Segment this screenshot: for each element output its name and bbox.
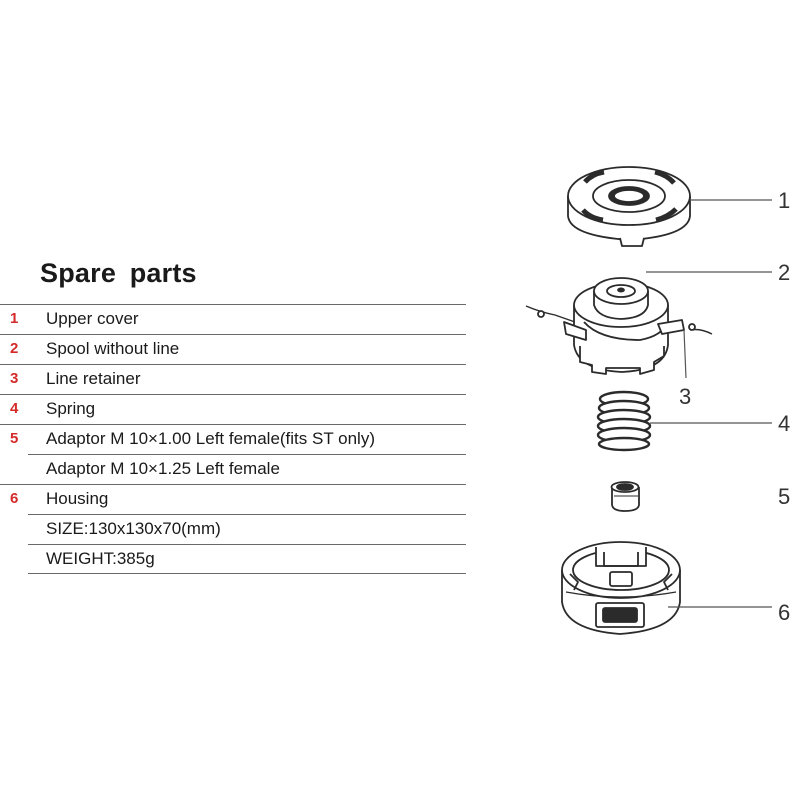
part-number: 2: [10, 340, 19, 357]
leader-line-3: [683, 329, 687, 379]
callout-6: 6: [778, 600, 790, 625]
parts-row-adaptor-100: 5 Adaptor M 10×1.00 Left female(fits ST …: [0, 424, 466, 454]
part-label: Housing: [46, 489, 109, 508]
part-number: 1: [10, 310, 19, 327]
parts-row-weight: WEIGHT:385g: [28, 544, 466, 574]
callout-5: 5: [778, 484, 790, 509]
parts-row-spool: 2 Spool without line: [0, 334, 466, 364]
part-number: 3: [10, 370, 19, 387]
part-number: 6: [10, 490, 19, 507]
part-label: Adaptor M 10×1.00 Left female(fits ST on…: [46, 429, 375, 448]
part-label: Spool without line: [46, 339, 180, 358]
callout-4: 4: [778, 411, 790, 436]
part-label: Upper cover: [46, 309, 139, 328]
weight-spec: WEIGHT:385g: [46, 549, 155, 568]
parts-row-size: SIZE:130x130x70(mm): [28, 514, 466, 544]
parts-row-housing: 6 Housing: [0, 484, 466, 514]
spring-drawing: [596, 390, 652, 452]
part-label: Line retainer: [46, 369, 141, 388]
adaptor-drawing: [610, 481, 640, 512]
housing-drawing: [561, 541, 681, 635]
part-number: 4: [10, 400, 19, 417]
part-label: Spring: [46, 399, 96, 418]
spool-drawing: [525, 277, 713, 375]
part-label: Adaptor M 10×1.25 Left female: [46, 459, 280, 478]
callout-1: 1: [778, 188, 790, 213]
parts-row-upper-cover: 1 Upper cover: [0, 304, 466, 334]
parts-row-spring: 4 Spring: [0, 394, 466, 424]
callout-2: 2: [778, 260, 790, 285]
parts-table: 1 Upper cover 2 Spool without line 3 Lin…: [0, 304, 466, 574]
upper-cover-drawing: [567, 166, 691, 247]
callout-3: 3: [679, 384, 691, 409]
parts-row-line-retainer: 3 Line retainer: [0, 364, 466, 394]
part-number: 5: [10, 430, 19, 447]
spare-parts-heading: Spare parts: [40, 258, 197, 288]
parts-row-adaptor-125: Adaptor M 10×1.25 Left female: [28, 454, 466, 484]
size-spec: SIZE:130x130x70(mm): [46, 519, 221, 538]
